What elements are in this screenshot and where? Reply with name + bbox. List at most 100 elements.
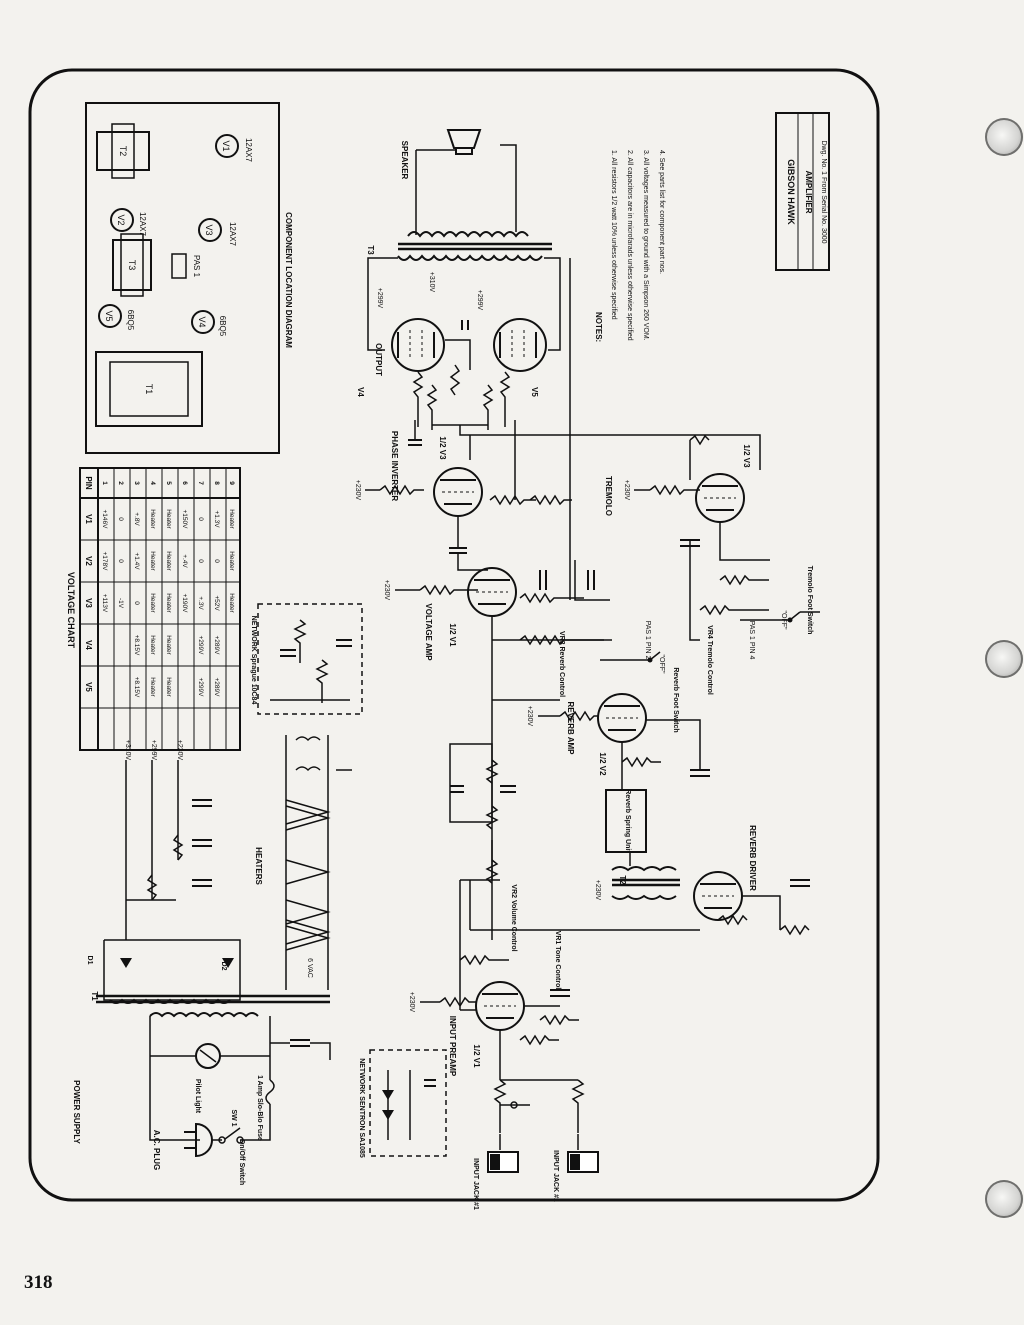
voltage-chart-cell: 0 bbox=[197, 559, 204, 563]
v4-label: V4 bbox=[356, 387, 365, 397]
heater-vac-label: 6 VAC bbox=[306, 958, 313, 978]
heaters-section: HEATERS 6 VAC bbox=[254, 735, 352, 990]
d1-label: D1 bbox=[86, 956, 93, 965]
v5-tube bbox=[493, 318, 547, 372]
voltage-chart-cell: Heater bbox=[165, 677, 172, 697]
b299-v4-label: +299V bbox=[376, 288, 383, 309]
voltage-chart-cell: 0 bbox=[213, 559, 220, 563]
punch-hole-bottom bbox=[985, 1180, 1023, 1218]
loc-pas1-label: PAS 1 bbox=[192, 255, 201, 278]
volume-control-label: VR2 Volume Control bbox=[510, 884, 517, 951]
network-10c84-label: NETWORK Sprague 10C84 bbox=[250, 616, 257, 705]
loc-t1-label: T1 bbox=[144, 384, 154, 395]
voltage-chart-cell: 0 bbox=[133, 601, 140, 605]
voltage-chart-cell: Heater bbox=[149, 677, 156, 697]
component-location-diagram: V1 12AX7 V2 12AX7 V3 12AX7 V4 6BQ5 V5 6B… bbox=[85, 102, 293, 454]
v4-tube bbox=[391, 318, 445, 372]
fuse-icon bbox=[265, 1079, 275, 1105]
voltage-chart-cell: Heater bbox=[165, 509, 172, 529]
tremolo-tube bbox=[695, 473, 745, 523]
network-sa1085: NETWORK SENTRON SA1085 bbox=[358, 1049, 447, 1158]
voltage-chart-cell: +.8V bbox=[133, 512, 140, 526]
reverb-amp-label: REVERB AMP bbox=[566, 701, 575, 755]
pas1-pin4-label: PAS 1 PIN 4 bbox=[748, 621, 755, 660]
v5-label: V5 bbox=[530, 387, 539, 397]
voltage-chart-cell: +146V bbox=[101, 510, 108, 530]
phase-inverter-tube bbox=[433, 467, 483, 517]
voltage-chart-cell: 0 bbox=[197, 517, 204, 521]
voltage-chart-cell: Heater bbox=[149, 509, 156, 529]
punch-hole-middle bbox=[985, 640, 1023, 678]
page-number: 318 bbox=[24, 1272, 53, 1293]
voltage-chart-cell: Heater bbox=[149, 593, 156, 613]
voltage-chart-cell: -1V bbox=[117, 598, 124, 609]
tremolo-label: TREMOLO bbox=[604, 476, 613, 516]
reverb-driver-label: REVERB DRIVER bbox=[748, 825, 757, 891]
tremolo-control-label: VR4 Tremolo Control bbox=[706, 625, 713, 695]
voltage-chart-cell: Heater bbox=[228, 509, 235, 529]
input-preamp-stage: INPUT PREAMP 1/2 V1 +230V INPUT JAC bbox=[408, 981, 599, 1210]
loc-v1-label: V1 bbox=[221, 140, 231, 151]
voltage-chart-cell: 9 bbox=[228, 481, 235, 485]
b230-rd-label: +230V bbox=[594, 880, 601, 901]
note-1: 1. All resistors 1/2 watt 10% unless oth… bbox=[610, 150, 617, 320]
tremolo-tube-label: 1/2 V3 bbox=[742, 444, 751, 468]
voltage-chart-cell: 0 bbox=[117, 517, 124, 521]
loc-v2-tube: 12AX7 bbox=[138, 212, 147, 237]
loc-caption: COMPONENT LOCATION DIAGRAM bbox=[284, 212, 293, 348]
b310-label: +310V bbox=[428, 272, 435, 293]
b230-tr-label: +230V bbox=[623, 480, 630, 501]
voltage-chart-cell: +1.4V bbox=[133, 552, 140, 570]
d2-label: D2 bbox=[220, 962, 227, 971]
b310-ps-label: +310V bbox=[124, 740, 131, 761]
heaters-label: HEATERS bbox=[254, 847, 263, 885]
title-model: AMPLIFIER bbox=[804, 170, 813, 213]
voltage-chart-header: V3 bbox=[84, 598, 93, 608]
voltage-chart-cell: 5 bbox=[165, 481, 172, 485]
voltage-chart-cell: Heater bbox=[149, 635, 156, 655]
voltage-chart-header: V5 bbox=[84, 682, 93, 692]
voltage-chart-cell: 4 bbox=[149, 481, 156, 485]
speaker-icon bbox=[446, 129, 482, 149]
output-label: OUTPUT bbox=[374, 343, 383, 376]
voltage-chart-cell: +299V bbox=[197, 678, 204, 698]
voltage-chart-header: V2 bbox=[84, 556, 93, 566]
punch-hole-top bbox=[985, 118, 1023, 156]
voltage-chart-cell: +299V bbox=[197, 636, 204, 656]
voltage-chart-cell: +289V bbox=[213, 678, 220, 698]
input-preamp-tube-label: 1/2 V1 bbox=[472, 1044, 481, 1068]
voltage-chart-cell: 3 bbox=[133, 481, 140, 485]
b299-ps-label: +299V bbox=[150, 740, 157, 761]
reverb-driver-tube bbox=[693, 871, 743, 921]
tremolo-stage: TREMOLO 1/2 V3 +230V VR4 Tremolo Control… bbox=[604, 434, 820, 695]
voltage-chart-cell: Heater bbox=[149, 551, 156, 571]
voltage-chart-header: PIN bbox=[84, 476, 93, 490]
loc-t3-label: T3 bbox=[127, 260, 137, 271]
fuse-label: 1 Amp Slo-Blo Fuse bbox=[256, 1075, 263, 1141]
voltage-chart-cell: +8.15V bbox=[133, 635, 140, 656]
reverb-amp-stage: REVERB AMP 1/2 V2 +230V VR3 Reverb Contr… bbox=[519, 621, 710, 853]
b230-va-label: +230V bbox=[383, 580, 390, 601]
voltage-amp-label: VOLTAGE AMP bbox=[424, 603, 433, 661]
network-sa1085-label: NETWORK SENTRON SA1085 bbox=[358, 1058, 365, 1158]
t1-outline bbox=[95, 351, 203, 427]
voltage-chart-cell: 8 bbox=[213, 481, 220, 485]
voltage-chart-cell: +.4V bbox=[181, 554, 188, 568]
t3-label: T3 bbox=[366, 245, 375, 255]
loc-v5-tube: 6BQ5 bbox=[126, 310, 135, 331]
voltage-chart-cell: Heater bbox=[165, 635, 172, 655]
loc-t2-label: T2 bbox=[118, 146, 128, 157]
voltage-chart-cell: +289V bbox=[213, 636, 220, 656]
voltage-chart-cell: 7 bbox=[197, 481, 204, 485]
voltage-chart-cell: Heater bbox=[165, 551, 172, 571]
note-4: 4. See parts list for component part nos… bbox=[658, 150, 665, 274]
voltage-chart-header: V4 bbox=[84, 640, 93, 650]
loc-v4-label: V4 bbox=[197, 316, 207, 327]
b230-ip-label: +230V bbox=[408, 992, 415, 1013]
note-2: 2. All capacitors are in microfarads unl… bbox=[626, 150, 633, 341]
t1-label: T1 bbox=[90, 991, 99, 1001]
input-preamp-label: INPUT PREAMP bbox=[448, 1016, 457, 1077]
ac-plug-icon bbox=[195, 1122, 213, 1158]
